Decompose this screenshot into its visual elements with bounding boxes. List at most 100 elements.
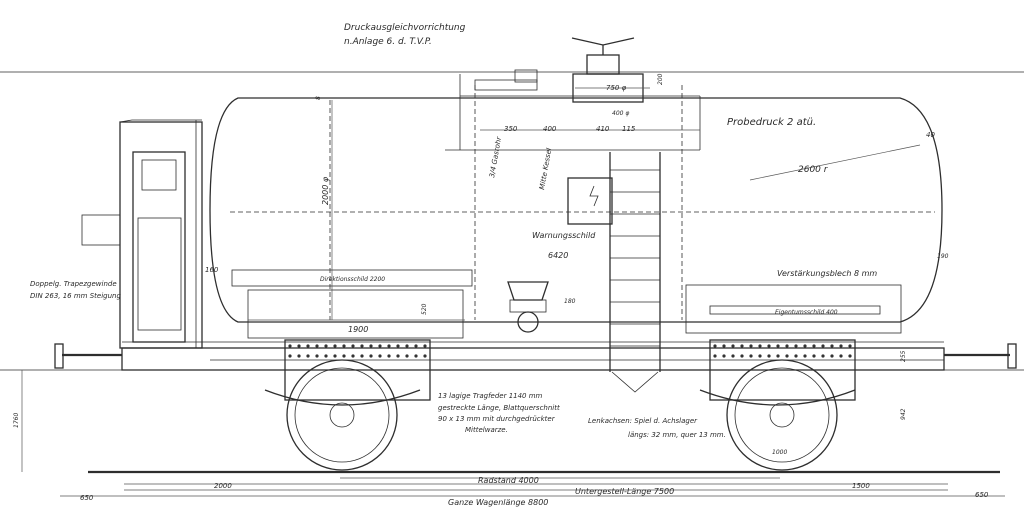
rivet: [306, 354, 310, 358]
rivet: [414, 344, 418, 348]
dim-160: 160: [205, 266, 219, 274]
brake-cabin: [81, 119, 203, 349]
rivet: [288, 354, 292, 358]
dim-190: 190: [937, 253, 949, 260]
rivet: [848, 344, 852, 348]
owner-plate-label: Eigentumsschild 400: [775, 309, 838, 316]
underframe-length: Untergestell-Länge 7500: [575, 487, 674, 496]
dome: [474, 37, 644, 103]
rivet: [812, 354, 816, 358]
wheel-right: [726, 359, 838, 471]
bogie-right: [699, 339, 856, 406]
rivet: [839, 354, 843, 358]
rivet: [740, 344, 744, 348]
pressure-device-label: Druckausgleichvorrichtung: [344, 23, 466, 33]
rivet: [297, 354, 301, 358]
rivet: [803, 344, 807, 348]
rivet: [785, 354, 789, 358]
pressure-device-ref: n.Anlage 6. d. T.V.P.: [344, 37, 432, 47]
rivet: [776, 354, 780, 358]
rivet: [749, 344, 753, 348]
dim-750: 750 φ: [606, 84, 627, 92]
rivet: [315, 344, 319, 348]
spring-note-3: 90 x 13 mm mit durchgedrückter: [438, 415, 556, 423]
rivet: [731, 354, 735, 358]
test-pressure-label: Probedruck 2 atü.: [727, 117, 816, 128]
rivet: [387, 344, 391, 348]
warning-sign-label: Warnungsschild: [532, 231, 596, 240]
outlet-valve: [507, 281, 549, 333]
rivet: [830, 354, 834, 358]
rivet: [297, 344, 301, 348]
thread-label: Doppelg. Trapezgewinde: [30, 280, 117, 288]
underframe: [121, 341, 945, 371]
rivet: [360, 344, 364, 348]
dim-350: 350: [504, 125, 518, 133]
rivet: [369, 344, 373, 348]
dim-200: 200: [657, 73, 664, 85]
rivet: [342, 354, 346, 358]
dimension-lines: [21, 87, 1005, 497]
rivet: [288, 344, 292, 348]
dim-255: 255: [900, 350, 907, 362]
dim-180: 180: [564, 298, 576, 305]
rivet: [360, 354, 364, 358]
frame-bolts: [288, 344, 852, 358]
rivet: [333, 344, 337, 348]
rivet: [396, 344, 400, 348]
rivet: [839, 344, 843, 348]
rivet: [821, 344, 825, 348]
dim-8: 8: [315, 96, 322, 100]
direction-plate-label: Direktionsschild 2200: [320, 276, 385, 283]
warning-sign: [567, 177, 613, 225]
buffers: [54, 343, 1017, 369]
rivet: [758, 354, 762, 358]
dim-410: 410: [596, 125, 610, 133]
rivet: [722, 344, 726, 348]
reinforcement-label: Verstärkungsblech 8 mm: [777, 269, 877, 278]
rivet: [324, 344, 328, 348]
warning-side-label: Mitte Kessel: [538, 147, 553, 190]
rivet: [414, 354, 418, 358]
rivet: [333, 354, 337, 358]
dim-400: 400: [543, 125, 557, 133]
rivet: [767, 344, 771, 348]
rivet: [423, 354, 427, 358]
plates: [231, 269, 902, 339]
dim-2000: 2000 φ: [321, 176, 330, 205]
rivet: [306, 344, 310, 348]
rivet: [342, 344, 346, 348]
rivet: [812, 344, 816, 348]
rivet: [785, 344, 789, 348]
rivet: [803, 354, 807, 358]
dim-6420: 6420: [548, 251, 568, 260]
gas-pipe-label: 3/4 Gasrohr: [488, 135, 503, 178]
rivet: [767, 354, 771, 358]
dim-942: 942: [900, 408, 907, 420]
rivet: [749, 354, 753, 358]
rivet: [776, 344, 780, 348]
rivet: [405, 344, 409, 348]
rivet: [713, 344, 717, 348]
rivet: [848, 354, 852, 358]
right-650: 650: [975, 491, 989, 499]
radius-label: 2600 r: [798, 165, 829, 175]
total-length: Ganze Wagenlänge 8800: [448, 498, 548, 507]
tank-body: [209, 85, 943, 323]
top-framework: [445, 74, 701, 151]
dim-400-top: 400 φ: [612, 110, 629, 117]
rivet: [351, 344, 355, 348]
rivet: [794, 354, 798, 358]
bogie-left: [264, 339, 431, 406]
left-2000: 2000: [214, 482, 232, 490]
rivet: [722, 354, 726, 358]
rivet: [387, 354, 391, 358]
spring-note-1: 13 lagige Tragfeder 1140 mm: [438, 392, 543, 400]
rivet: [369, 354, 373, 358]
dim-115: 115: [622, 125, 636, 133]
wheel-left: [286, 359, 398, 471]
rivet: [758, 344, 762, 348]
thread-spec-label: DIN 263, 16 mm Steigung: [30, 292, 121, 300]
spring-note-2: gestreckte Länge, Blattquerschnitt: [438, 404, 560, 412]
